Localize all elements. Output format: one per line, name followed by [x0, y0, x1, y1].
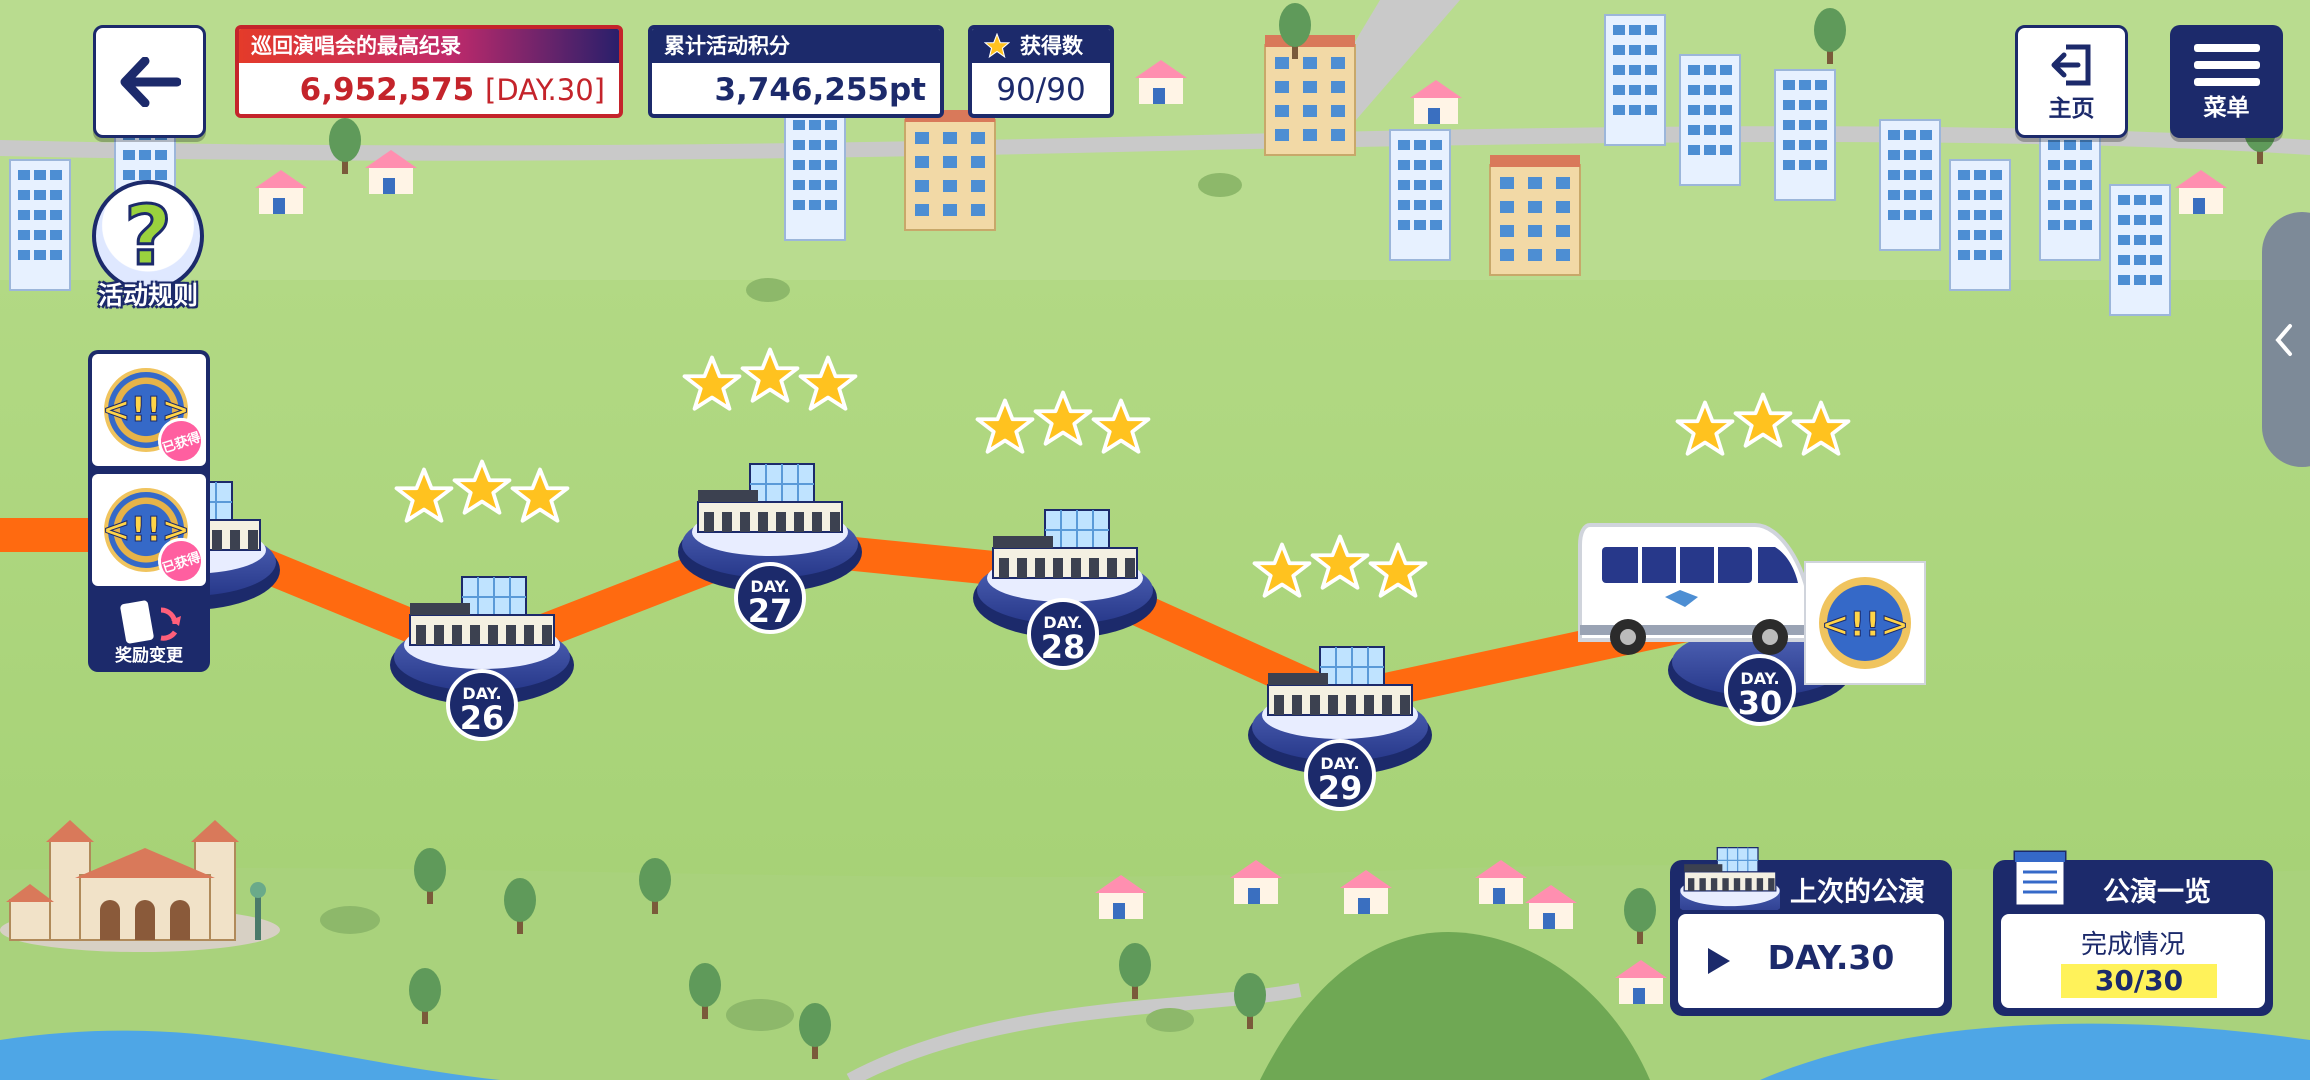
event-rules-button[interactable]: ? 活动规则	[88, 180, 208, 315]
day-badge-label: DAY.	[462, 684, 501, 703]
day-badge-label: DAY.	[1320, 754, 1359, 773]
event-points-title: 累计活动积分	[652, 29, 940, 63]
best-record-score: 6,952,575	[299, 72, 475, 108]
day-badge-circle	[734, 562, 806, 634]
last-performance-day: DAY.30	[1767, 938, 1895, 977]
stars-obtained-value: 90/90	[996, 72, 1086, 108]
star-icon	[452, 459, 512, 515]
best-record-value: 6,952,575 [DAY.30]	[239, 63, 619, 114]
day-badge-label: DAY.	[750, 577, 789, 596]
side-drawer-tab[interactable]	[2262, 212, 2310, 467]
stage-stars	[1675, 392, 1851, 456]
stars-obtained-panel: 获得数 90/90	[968, 25, 1114, 118]
day-badge-30[interactable]: DAY.30	[1724, 654, 1796, 726]
home-label: 主页	[2048, 95, 2095, 122]
stage-stars	[682, 347, 858, 411]
star-icon	[1310, 534, 1370, 590]
star-icon	[975, 398, 1035, 454]
day-badge-number: 26	[460, 699, 505, 737]
hamburger-icon	[2193, 43, 2260, 86]
day-badge-label: DAY.	[1043, 613, 1082, 632]
event-points-value: 3,746,255pt	[714, 72, 926, 108]
best-record-day: [DAY.30]	[485, 73, 605, 107]
star-icon	[1733, 392, 1793, 448]
day-badge-27[interactable]: DAY.27	[734, 562, 806, 634]
star-icon	[984, 33, 1010, 59]
document-list-icon	[2013, 850, 2067, 908]
reward-slot[interactable]: <!!> 已获得	[92, 354, 210, 470]
last-performance-button[interactable]: 上次的公演 DAY.30	[1670, 846, 1952, 1016]
day-badge-number: 27	[748, 592, 793, 630]
reward-change-label: 奖励变更	[115, 646, 183, 666]
star-icon	[1033, 390, 1093, 446]
day-badge-circle	[446, 669, 518, 741]
tour-bus	[1578, 523, 1812, 655]
last-performance-title: 上次的公演	[1790, 877, 1925, 908]
star-icon	[1791, 400, 1851, 456]
star-icon	[1368, 542, 1428, 598]
stage-stars	[975, 390, 1151, 454]
reward-change-button[interactable]: 奖励变更	[88, 594, 210, 672]
performance-list-title: 公演一览	[2103, 877, 2211, 908]
back-arrow-icon	[120, 56, 181, 107]
back-button[interactable]	[93, 25, 206, 138]
star-icon	[798, 355, 858, 411]
completion-label: 完成情况	[2080, 930, 2185, 960]
best-record-title: 巡回演唱会的最高纪录	[239, 29, 619, 63]
day-badge-circle	[1027, 598, 1099, 670]
completion-value: 30/30	[2061, 964, 2217, 998]
star-icon	[1091, 398, 1151, 454]
event-rules-label: 活动规则	[97, 281, 198, 310]
home-button[interactable]: 主页	[2015, 25, 2128, 138]
day-badge-number: 28	[1041, 628, 1086, 666]
day-badge-number: 29	[1318, 769, 1363, 807]
performance-list-body: 完成情况 30/30	[2001, 914, 2265, 1008]
day-badge-number: 30	[1738, 684, 1783, 722]
event-points-panel: 累计活动积分 3,746,255pt	[648, 25, 944, 118]
day-badge-circle	[1304, 739, 1376, 811]
star-icon	[1675, 400, 1735, 456]
reward-slot[interactable]: <!!> 已获得	[92, 474, 210, 590]
day-badge-label: DAY.	[1740, 669, 1779, 688]
stage-stars	[394, 459, 570, 523]
svg-text:<!!>: <!!>	[1821, 605, 1909, 645]
stars-obtained-header: 获得数	[972, 29, 1110, 63]
day-badge-28[interactable]: DAY.28	[1027, 598, 1099, 670]
exit-icon	[2051, 44, 2090, 85]
menu-label: 菜单	[2203, 94, 2250, 121]
last-performance-body: DAY.30	[1678, 914, 1944, 1008]
day-badge-29[interactable]: DAY.29	[1304, 739, 1376, 811]
play-icon	[1708, 948, 1730, 974]
star-icon	[394, 467, 454, 523]
star-icon	[1252, 542, 1312, 598]
venue-icon	[1680, 846, 1780, 910]
day-badge-circle	[1724, 654, 1796, 726]
performance-list-button[interactable]: 公演一览 完成情况 30/30	[1993, 850, 2273, 1016]
question-icon: ?	[92, 180, 204, 292]
best-record-panel: 巡回演唱会的最高纪录 6,952,575 [DAY.30]	[235, 25, 623, 118]
chevron-left-icon	[2275, 323, 2292, 356]
stage-reward-medal[interactable]: <!!>	[1804, 561, 1926, 685]
menu-button[interactable]: 菜单	[2170, 25, 2283, 138]
stage-stars	[1252, 534, 1428, 598]
star-icon	[510, 467, 570, 523]
day-badge-26[interactable]: DAY.26	[446, 669, 518, 741]
star-icon	[682, 355, 742, 411]
star-icon	[740, 347, 800, 403]
swap-cards-icon	[120, 600, 181, 644]
rewards-panel: <!!> 已获得 <!!> 已获得 奖励变更	[88, 350, 210, 672]
stars-obtained-title: 获得数	[1020, 34, 1083, 58]
